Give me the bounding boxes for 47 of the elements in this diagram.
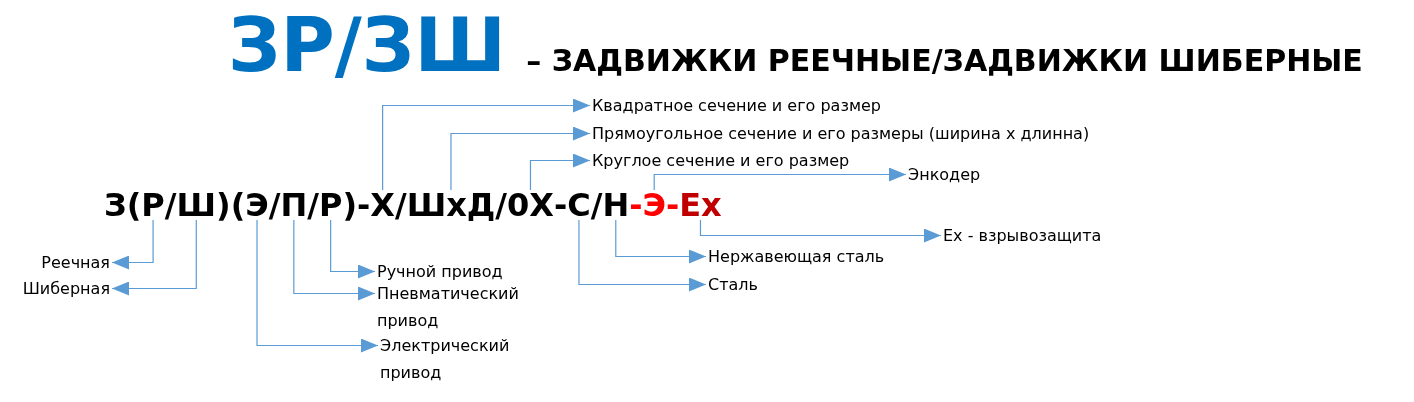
leader-line (653, 167, 907, 191)
leader-line (529, 153, 591, 191)
description-label: Сталь (708, 271, 758, 298)
leader-line (699, 219, 942, 243)
leader-line (615, 219, 707, 264)
description-label: Шиберная (22, 275, 110, 302)
description-label: Круглое сечение и его размер (592, 147, 850, 174)
code-separator: / (394, 188, 407, 222)
code-part: Н (602, 188, 630, 222)
description-label: Ex - взрывозащита (943, 222, 1102, 249)
code-separator: / (495, 188, 507, 222)
code-separator: / (307, 188, 319, 222)
code-part: С (567, 188, 591, 222)
code-part: Э (642, 188, 666, 222)
code-part: ШхД (406, 188, 496, 222)
leader-line (578, 219, 707, 292)
code-separator: - (553, 188, 568, 222)
leader-line (450, 126, 591, 191)
code-part: Ш (176, 188, 217, 222)
code-part: Х (370, 188, 395, 222)
code-part: П (280, 188, 308, 222)
description-label: Нержавеющая сталь (708, 243, 885, 270)
description-label: Квадратное сечение и его размер (592, 92, 881, 119)
code-part: Э (245, 188, 269, 222)
code-separator: - (665, 188, 680, 222)
leader-line (330, 219, 376, 279)
description-label: Электрический привод (380, 332, 540, 386)
code-separator: / (268, 188, 281, 222)
leader-line (293, 219, 376, 301)
code-separator: )- (342, 188, 371, 222)
leader-line (111, 219, 154, 270)
code-separator: З( (104, 188, 142, 222)
code-part: Ex (679, 188, 722, 222)
code-separator: / (164, 188, 177, 222)
code-separator: )( (216, 188, 246, 222)
description-label: Энкодер (908, 161, 981, 188)
code-separator: - (629, 188, 643, 222)
description-label: Реечная (41, 249, 110, 276)
code-separator: / (590, 188, 603, 222)
code-part: 0Х (507, 188, 554, 222)
leader-line (382, 98, 591, 191)
leader-line (111, 219, 197, 296)
code-part: Р (318, 188, 343, 222)
description-label: Прямоугольное сечение и его размеры (ширина х длинна) (592, 120, 1090, 147)
leader-line (256, 219, 379, 353)
code-part: Р (141, 188, 165, 222)
title: ЗР/ЗШ – ЗАДВИЖКИ РЕЕЧНЫЕ/ЗАДВИЖКИ ШИБЕРНЫЕ (228, 8, 1363, 82)
